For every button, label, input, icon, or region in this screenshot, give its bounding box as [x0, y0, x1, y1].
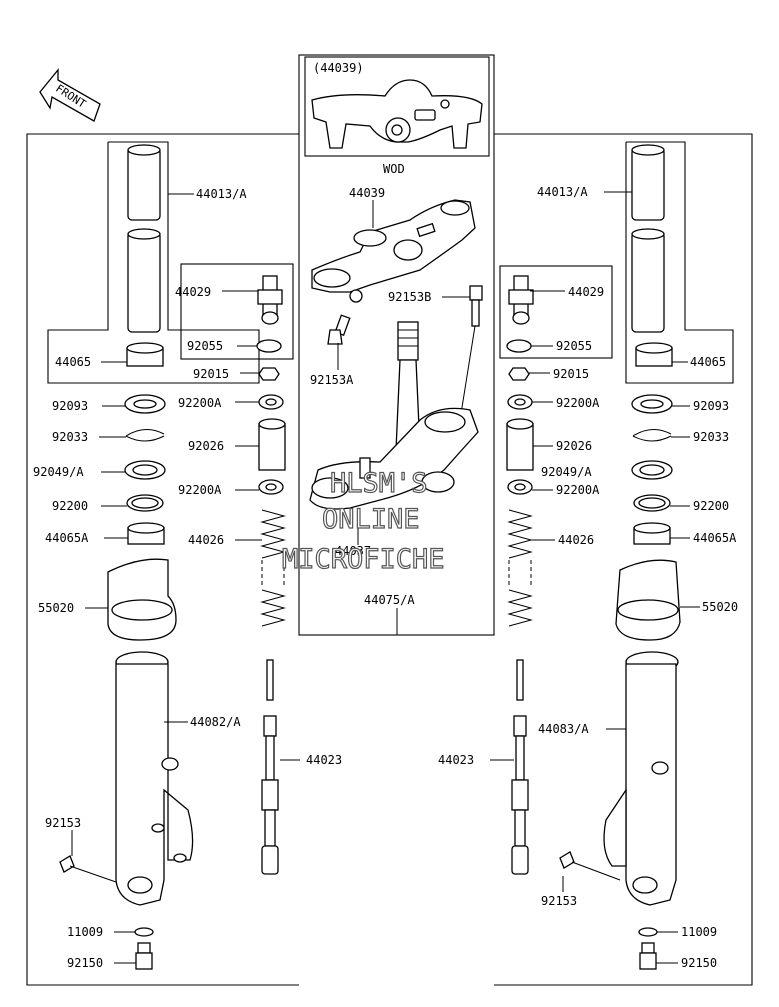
left-collar-44065 [126, 342, 164, 367]
left-drain-92150 [135, 942, 153, 970]
label-44029-right: 44029 [568, 285, 604, 299]
leader-lines [71, 191, 700, 964]
label-92153a: 92153A [310, 373, 354, 387]
label-11009-right: 11009 [681, 925, 717, 939]
upper-fork-bracket [311, 199, 476, 303]
left-oring-92055 [256, 339, 282, 353]
label-92049a-left: 92049/A [33, 465, 84, 479]
label-92033-right: 92033 [693, 430, 729, 444]
label-44029-left: 44029 [175, 285, 211, 299]
right-adjuster-44029 [508, 275, 534, 325]
label-92015-right: 92015 [553, 367, 589, 381]
right-spring-44026 [507, 509, 533, 627]
left-outer-tube-44082a [115, 651, 194, 906]
group-frames [26, 54, 753, 986]
right-drain-92150 [639, 942, 657, 970]
label-44083a: 44083/A [538, 722, 589, 736]
label-44065-right: 44065 [690, 355, 726, 369]
label-44013a-right: 44013/A [537, 185, 588, 199]
left-spring-44026 [260, 509, 286, 627]
label-92026-right: 92026 [556, 439, 592, 453]
label-92200a-left-2: 92200A [178, 483, 222, 497]
inset-label: (44039) [313, 61, 364, 75]
label-92150-right: 92150 [681, 956, 717, 970]
label-44013a-left: 44013/A [196, 187, 247, 201]
right-bolt-92153 [559, 851, 621, 881]
label-44026-right: 44026 [558, 533, 594, 547]
label-44065-left: 44065 [55, 355, 91, 369]
watermark-line-2: ONLINE [322, 504, 420, 535]
right-oring-92055 [506, 339, 532, 353]
label-92200a-right-1: 92200A [556, 396, 600, 410]
label-92153-left: 92153 [45, 816, 81, 830]
right-nut-92015 [508, 367, 530, 381]
left-washers [258, 394, 284, 495]
left-spacer-92026 [258, 418, 286, 471]
watermark-line-3: MICROFICHE [282, 544, 445, 575]
label-44065a-right: 44065A [693, 531, 737, 545]
label-92055-left: 92055 [187, 339, 223, 353]
steering-stem [309, 321, 479, 510]
left-seals [124, 394, 166, 545]
bolt-92153a [327, 314, 351, 345]
right-cover-55020 [615, 559, 681, 641]
label-92033-left: 92033 [52, 430, 88, 444]
label-92200a-left-1: 92200A [178, 396, 222, 410]
left-bolt-92153 [59, 855, 117, 883]
label-44037: 44037 [335, 544, 371, 558]
label-44075a: 44075/A [364, 593, 415, 607]
right-damper-44023 [511, 659, 529, 875]
left-washer-11009 [134, 927, 154, 937]
label-44026-left: 44026 [188, 533, 224, 547]
label-92093-left: 92093 [52, 399, 88, 413]
watermark: HLSM'S ONLINE MICROFICHE [281, 467, 445, 575]
label-44023-right: 44023 [438, 753, 474, 767]
label-92049a-right: 92049/A [541, 465, 592, 479]
label-92055-right: 92055 [556, 339, 592, 353]
label-11009-left: 11009 [67, 925, 103, 939]
watermark-line-1: HLSM'S [330, 468, 428, 499]
label-92026-left: 92026 [188, 439, 224, 453]
label-92153b: 92153B [388, 290, 431, 304]
label-55020-right: 55020 [702, 600, 738, 614]
front-arrow-icon: FRONT [39, 68, 101, 122]
label-92200-left: 92200 [52, 499, 88, 513]
left-nut-92015 [258, 367, 280, 381]
right-washer-11009 [638, 927, 658, 937]
right-spacer-92026 [506, 418, 534, 471]
label-44082a: 44082/A [190, 715, 241, 729]
label-92200a-right-2: 92200A [556, 483, 600, 497]
right-collar-44065 [635, 342, 673, 367]
left-fork-tubes [127, 144, 161, 333]
left-cover-55020 [107, 558, 177, 641]
left-damper-44023 [261, 659, 279, 875]
label-44065a-left: 44065A [45, 531, 89, 545]
left-adjuster-44029 [257, 275, 283, 325]
right-seals [631, 394, 673, 545]
label-55020-left: 55020 [38, 601, 74, 615]
label-44023-left: 44023 [306, 753, 342, 767]
inset-top-bracket [311, 79, 483, 149]
label-92200-right: 92200 [693, 499, 729, 513]
label-92015-left: 92015 [193, 367, 229, 381]
label-92093-right: 92093 [693, 399, 729, 413]
right-outer-tube-44083a [603, 651, 679, 906]
label-92153-right: 92153 [541, 894, 577, 908]
label-44039: 44039 [349, 186, 385, 200]
right-washers [507, 394, 533, 495]
part-labels: (44039) WOD 44013/A 44029 92055 44065 92… [33, 61, 738, 970]
inset-variant-label: WOD [383, 162, 405, 176]
bolt-92153b [459, 285, 483, 421]
label-92150-left: 92150 [67, 956, 103, 970]
right-fork-tubes [631, 144, 665, 333]
